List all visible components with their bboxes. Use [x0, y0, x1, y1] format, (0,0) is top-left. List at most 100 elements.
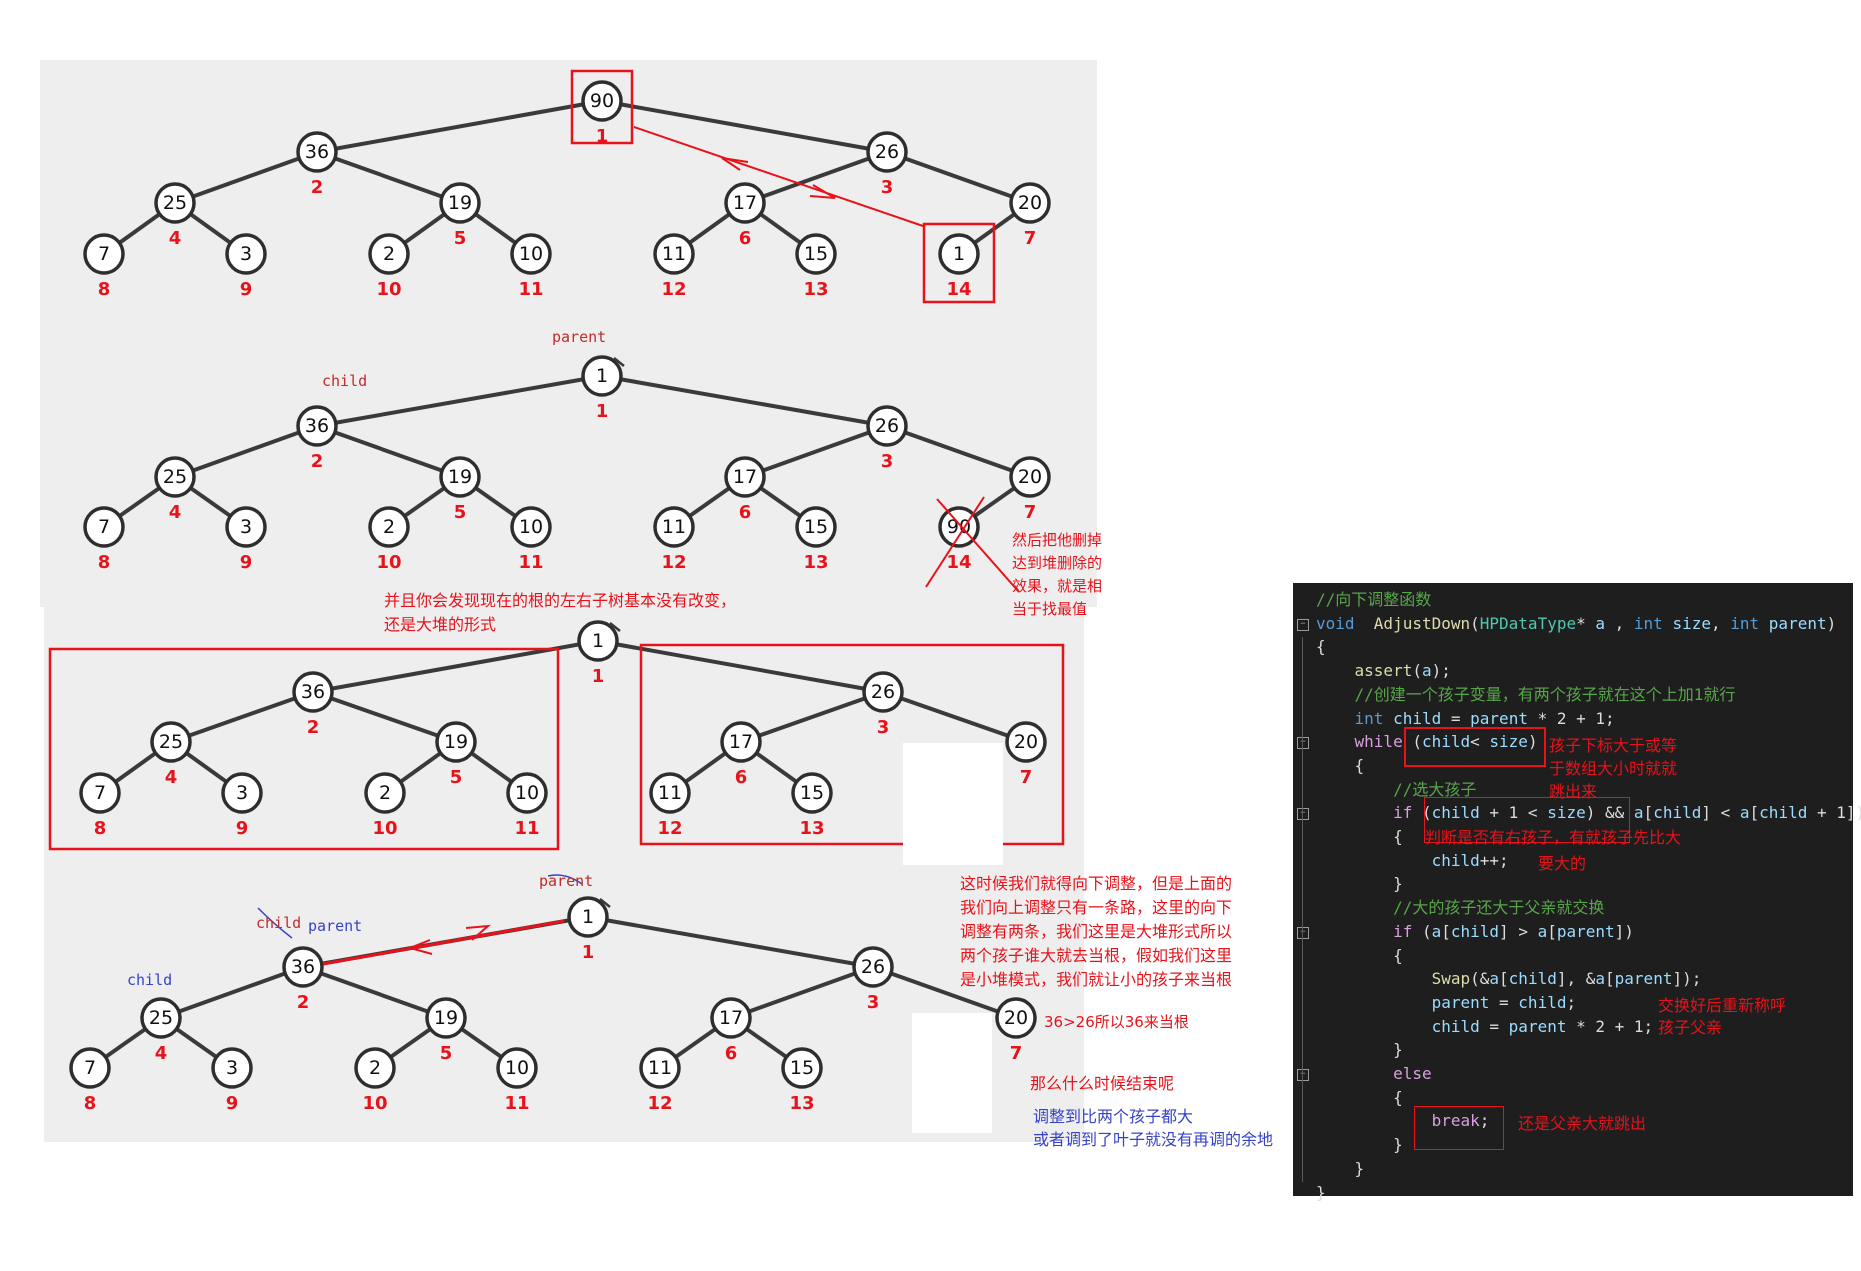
node-index: 13 [799, 818, 824, 839]
node-index: 13 [803, 552, 828, 573]
node-index: 9 [240, 552, 253, 573]
code-line: else [1393, 1064, 1432, 1083]
node-value: 19 [448, 466, 472, 488]
break-note: 还是父亲大就跳出 [1518, 1114, 1647, 1133]
tree-edge [872, 965, 1017, 1020]
heap-node [1009, 456, 1051, 498]
break-box [1414, 1106, 1504, 1150]
node-value: 20 [1004, 1007, 1028, 1029]
node-index: 6 [739, 502, 752, 523]
node-index: 5 [440, 1043, 453, 1064]
node-index: 10 [376, 552, 401, 573]
parent-label-2: parent [308, 917, 363, 935]
if-note: 判断是否有右孩子，有就孩子先比大 [1425, 828, 1682, 847]
node-index: 13 [789, 1093, 814, 1114]
node-index: 3 [877, 717, 890, 738]
code-line: //向下调整函数 [1316, 590, 1432, 609]
heap-node [292, 671, 334, 713]
heap-node [282, 946, 324, 988]
heap-node [938, 506, 980, 548]
node-index: 7 [1010, 1043, 1023, 1064]
node-value: 7 [98, 243, 110, 265]
node-value: 36 [305, 415, 329, 437]
swap-arrow-head [721, 157, 749, 171]
heap-node [225, 506, 267, 548]
node-index: 3 [881, 177, 894, 198]
node-index: 9 [240, 279, 253, 300]
node-index: 7 [1020, 767, 1033, 788]
heap-node [225, 233, 267, 275]
node-index: 14 [946, 279, 971, 300]
code-line: { [1316, 637, 1326, 657]
down-adjust-arrow-head [406, 939, 433, 955]
node-value: 20 [1018, 466, 1042, 488]
node-index: 1 [582, 942, 595, 963]
node-value: 3 [226, 1057, 238, 1079]
node-index: 6 [725, 1043, 738, 1064]
while-condition-box [1404, 727, 1546, 767]
heap-node [506, 772, 548, 814]
tree-edge [601, 374, 888, 428]
node-value: 3 [236, 782, 248, 804]
tree-edge [744, 150, 888, 205]
node-index: 2 [307, 717, 320, 738]
node-value: 90 [947, 516, 971, 538]
code-line: assert(a); [1354, 661, 1451, 681]
last-node-highlight-box [922, 222, 996, 304]
fold-toggle-icon[interactable]: − [1297, 808, 1309, 821]
heap-node [439, 182, 481, 224]
tree-panel-2 [40, 332, 1097, 607]
node-index: 11 [514, 818, 539, 839]
cross-out-line [936, 498, 1020, 593]
node-value: 36 [305, 141, 329, 163]
heap-node [639, 1047, 681, 1089]
code-line: if (a[child] > a[parent]) [1393, 921, 1634, 941]
node-value: 17 [729, 731, 753, 753]
tree-edge [316, 150, 461, 205]
tree-edge [882, 690, 1027, 744]
tree-edge [160, 965, 304, 1020]
heap-node [364, 772, 406, 814]
heap-node [425, 997, 467, 1039]
tree-edge [174, 150, 318, 205]
heap-node [510, 233, 552, 275]
cross-out-line [925, 496, 985, 588]
tree-edge [597, 639, 884, 694]
node-index: 5 [454, 228, 467, 249]
fold-toggle-icon[interactable]: − [1297, 618, 1309, 631]
tree-edge [886, 424, 1031, 479]
fold-toggle-icon[interactable]: − [1297, 737, 1309, 750]
tree-edge [302, 965, 447, 1020]
tree-edge [316, 424, 461, 479]
node-index: 13 [803, 279, 828, 300]
node-value: 15 [790, 1057, 814, 1079]
node-value: 1 [953, 243, 965, 265]
node-index: 3 [867, 992, 880, 1013]
node-index: 2 [311, 451, 324, 472]
fold-toggle-icon[interactable]: − [1297, 926, 1309, 939]
heap-node [83, 233, 125, 275]
node-index: 4 [169, 502, 182, 523]
heap-node [140, 997, 182, 1039]
node-value: 2 [383, 516, 395, 538]
code-editor [1293, 583, 1853, 1196]
heap-node [79, 772, 121, 814]
node-value: 10 [505, 1057, 529, 1079]
node-index: 8 [94, 818, 107, 839]
heap-node [368, 506, 410, 548]
code-line: int child = parent * 2 + 1; [1354, 708, 1615, 728]
heap-node [781, 1047, 823, 1089]
heap-node [852, 946, 894, 988]
heap-node [154, 456, 196, 498]
heap-node [1009, 182, 1051, 224]
node-index: 6 [735, 767, 748, 788]
heap-node [154, 182, 196, 224]
node-index: 8 [98, 279, 111, 300]
heap-node [296, 131, 338, 173]
node-index: 1 [592, 666, 605, 687]
swap-arrow [633, 126, 924, 227]
tree-edge [174, 424, 318, 479]
heap-node [435, 721, 477, 763]
fold-toggle-icon[interactable]: − [1297, 1069, 1309, 1081]
heap-node [653, 506, 695, 548]
